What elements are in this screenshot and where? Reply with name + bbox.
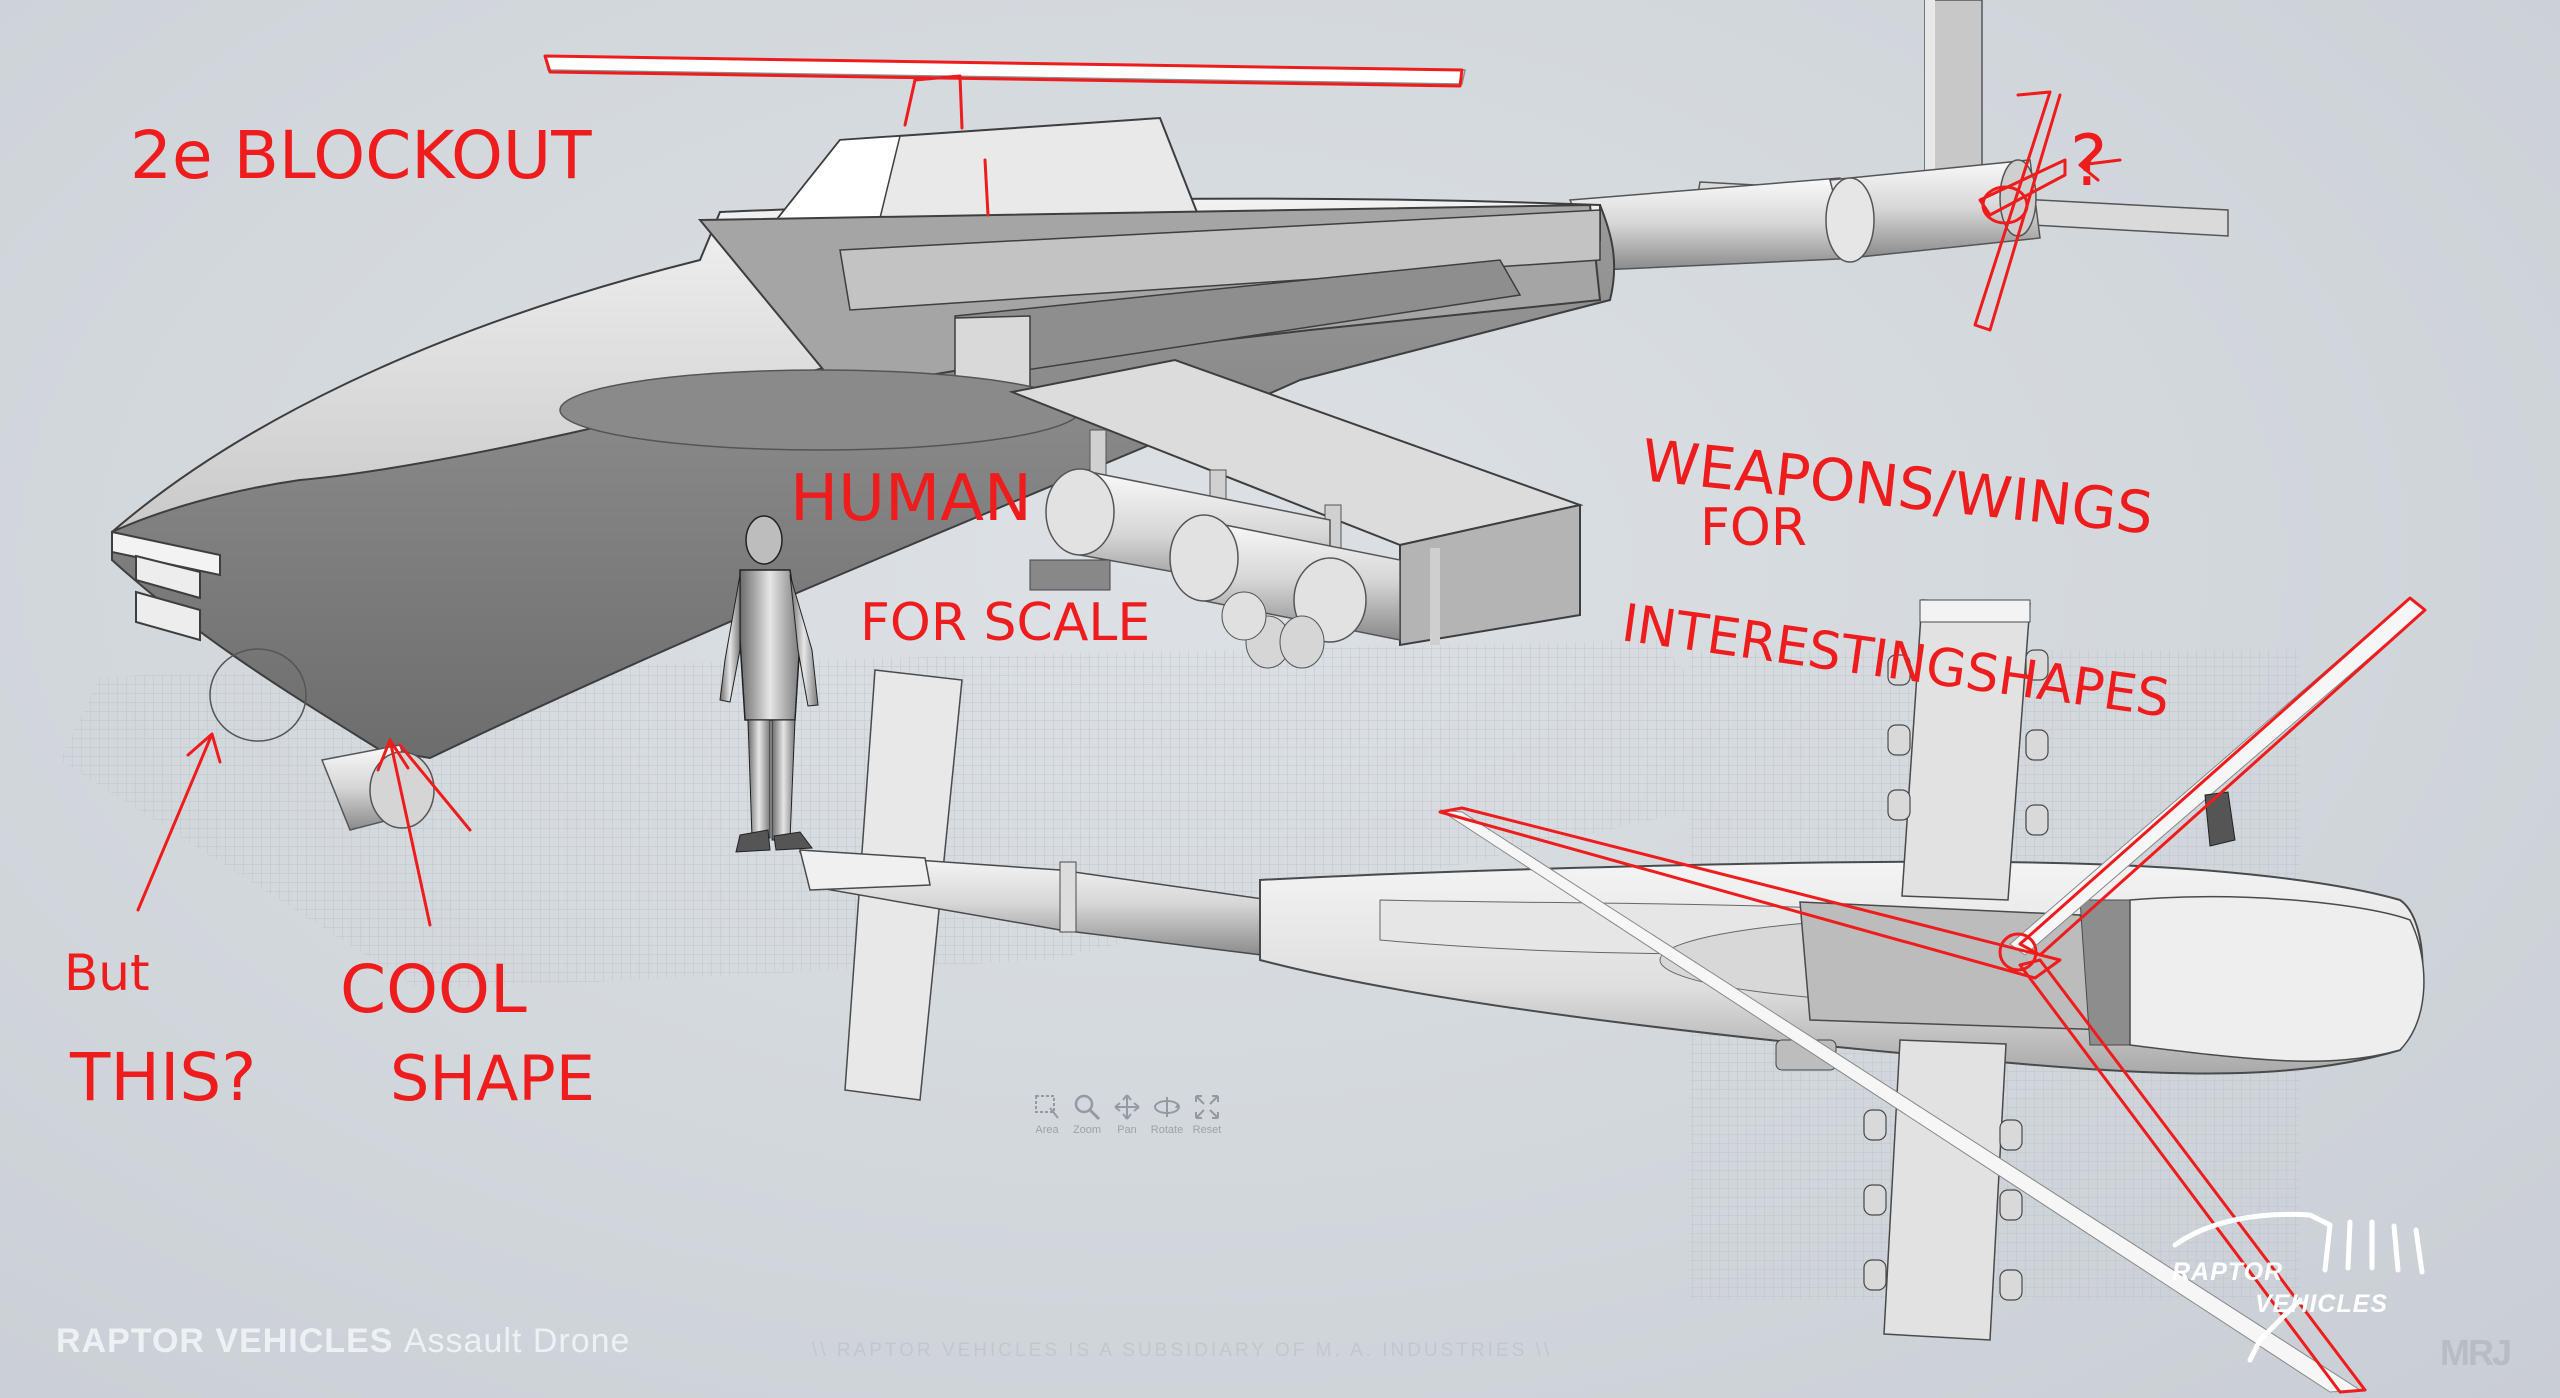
toolbar-pan-label: Pan [1117,1124,1137,1136]
footer-subtitle: \\ RAPTOR VEHICLES IS A SUBSIDIARY OF M.… [812,1340,1553,1361]
footer-title-bold: RAPTOR VEHICLES [56,1322,394,1360]
raptor-logo-graphic [2172,1211,2425,1363]
toolbar-area-button[interactable]: Area [1028,1092,1066,1144]
human-scale-figure [719,515,819,853]
annotation-cool-line2: SHAPE [390,1042,595,1115]
toolbar-area-label: Area [1035,1124,1059,1136]
toolbar-pan-button[interactable]: Pan [1108,1092,1146,1144]
side-view-helicopter [111,0,2229,831]
toolbar-zoom-button[interactable]: Zoom [1068,1092,1106,1144]
toolbar-reset-label: Reset [1192,1124,1222,1136]
annotation-question-top: ? [2070,120,2107,202]
pan-icon [1114,1094,1140,1120]
footer-title: RAPTOR VEHICLES Assault Drone [56,1322,630,1361]
logo-line2: VEHICLES [2255,1290,2389,1318]
annotation-human-line1: HUMAN [790,462,1032,536]
reset-icon [1195,1095,1219,1119]
footer-title-light: Assault Drone [403,1322,631,1360]
annotation-weapons-line2: FOR [1700,498,1807,558]
top-view-helicopter [798,597,2426,1393]
viewer-toolbar: Area Zoom Pan Rotate Reset [1028,1092,1234,1144]
zoom-icon [1074,1094,1101,1121]
annotation-cool-line1: COOL [340,951,527,1028]
logo-line1: RAPTOR [2172,1258,2284,1286]
annotation-human-line2: FOR SCALE [860,593,1150,653]
rotate-icon [1154,1097,1180,1117]
annotation-but-line2: THIS? [69,1039,256,1116]
toolbar-zoom-label: Zoom [1072,1124,1102,1136]
toolbar-rotate-button[interactable]: Rotate [1148,1092,1186,1144]
toolbar-rotate-label: Rotate [1150,1124,1184,1136]
watermark-logo: MRJ [2440,1332,2512,1373]
toolbar-reset-button[interactable]: Reset [1188,1092,1226,1144]
annotation-but-line1: But [64,944,150,1002]
area-select-icon [1035,1095,1059,1119]
red-annotations [136,54,2427,1394]
annotation-block-out: 2e BLOCKOUT [130,117,592,194]
